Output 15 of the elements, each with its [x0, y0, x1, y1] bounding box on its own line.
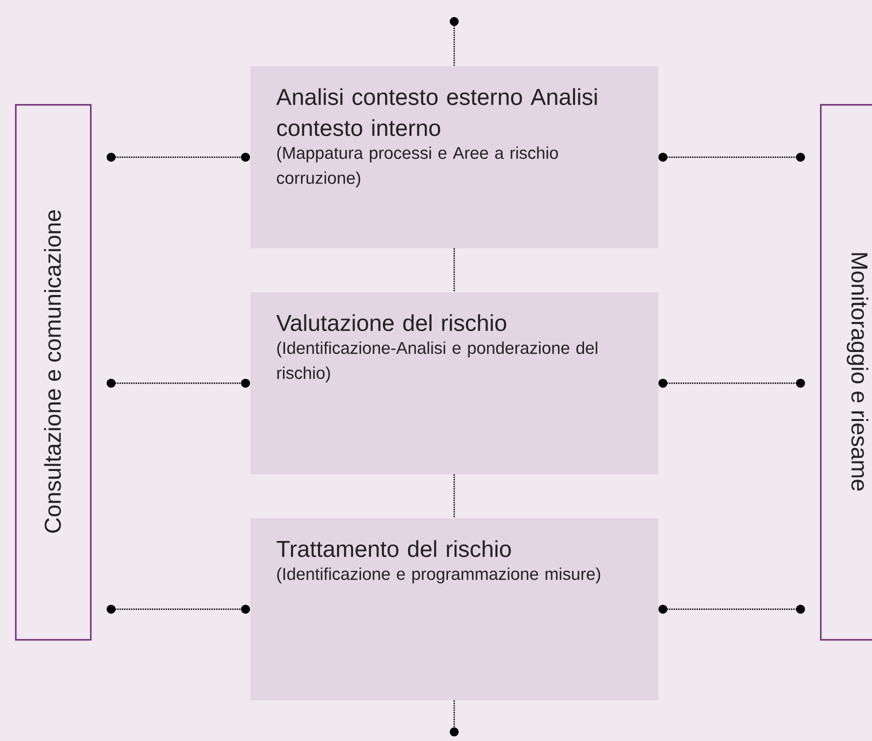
step-box: Valutazione del rischio (Identificazione-Analisi e ponderazione del rischio) [250, 292, 658, 474]
connector-line [658, 378, 805, 388]
step-box: Analisi contesto esterno Analisi contesto interno (Mappatura processi e Aree a rischio corruzione) [250, 66, 658, 248]
connector-line [450, 17, 459, 66]
connector-line [106, 378, 250, 388]
connector-line [454, 248, 455, 292]
connector-line [106, 604, 250, 614]
connector-line [658, 604, 805, 614]
connector-line [454, 474, 455, 518]
step-box: Trattamento del rischio (Identificazione e programmazione misure) [250, 518, 658, 700]
connector-line [450, 700, 459, 736]
side-box: Consultazione e comunicazione [15, 104, 92, 641]
connector-line [658, 152, 805, 162]
connector-line [106, 152, 250, 162]
side-box: Monitoraggio e riesame [820, 104, 872, 641]
